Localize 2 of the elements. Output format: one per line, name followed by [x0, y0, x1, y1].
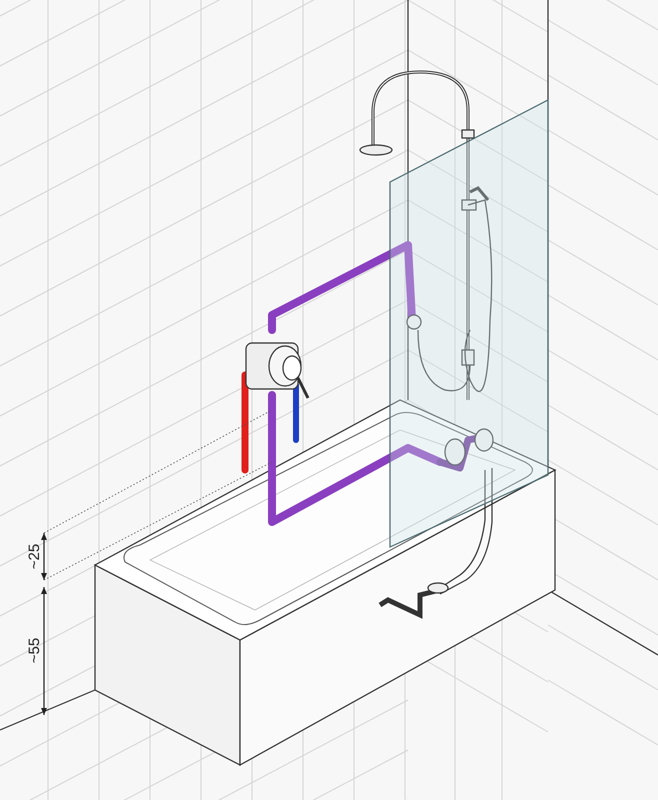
dimension-label: ~55: [26, 637, 42, 663]
dimension-label: ~25: [26, 543, 42, 569]
